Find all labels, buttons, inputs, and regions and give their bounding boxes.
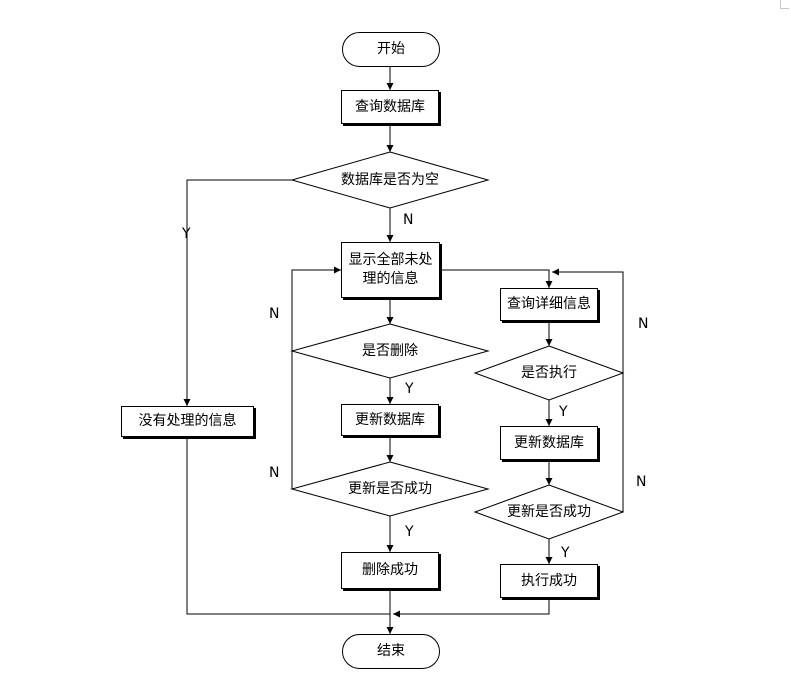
label-n-db-empty: N [403,212,414,228]
start-label: 开始 [377,41,405,57]
process-show-all-line2: 理的信息 [362,271,419,287]
process-update-db-left-label: 更新数据库 [355,411,425,428]
label-y-update-left: Y [405,524,414,540]
label-n-update-right: N [636,474,647,490]
label-y-delete: Y [405,381,414,397]
label-y-execute: Y [559,404,568,420]
decision-delete-label: 是否删除 [362,342,418,359]
process-execute-ok-label: 执行成功 [521,572,577,589]
decision-update-right-label: 更新是否成功 [507,503,591,520]
process-update-db-right-label: 更新数据库 [514,434,584,451]
start-terminal: 开始 [342,32,440,67]
process-update-db-right: 更新数据库 [500,426,598,460]
decision-update-left: 更新是否成功 [302,479,478,499]
decision-db-empty-label: 数据库是否为空 [341,171,439,188]
end-label: 结束 [377,643,405,659]
decision-execute: 是否执行 [482,363,616,383]
page-corner-mark [780,0,789,9]
process-execute-ok: 执行成功 [500,564,598,598]
label-n-execute: N [638,316,649,332]
process-query-detail: 查询详细信息 [500,288,598,321]
decision-delete: 是否删除 [302,341,478,361]
decision-update-right: 更新是否成功 [482,502,616,522]
label-n-delete: N [269,306,280,322]
end-terminal: 结束 [342,634,440,669]
decision-db-empty: 数据库是否为空 [302,170,478,190]
process-delete-ok: 删除成功 [341,552,439,589]
process-query-db-label: 查询数据库 [355,98,425,115]
process-query-detail-label: 查询详细信息 [507,296,591,312]
process-no-info: 没有处理的信息 [121,406,254,437]
process-query-db: 查询数据库 [341,90,439,124]
process-delete-ok-label: 删除成功 [362,562,418,578]
process-update-db-left: 更新数据库 [341,404,439,436]
process-no-info-label: 没有处理的信息 [138,413,237,429]
process-show-all: 显示全部未处 理的信息 [341,242,440,298]
label-y-db-empty: Y [182,226,191,242]
decision-execute-label: 是否执行 [521,364,577,381]
label-y-update-right: Y [561,545,570,561]
label-n-update-left: N [269,465,280,481]
process-show-all-line1: 显示全部未处 [348,252,433,268]
decision-update-left-label: 更新是否成功 [348,480,432,497]
